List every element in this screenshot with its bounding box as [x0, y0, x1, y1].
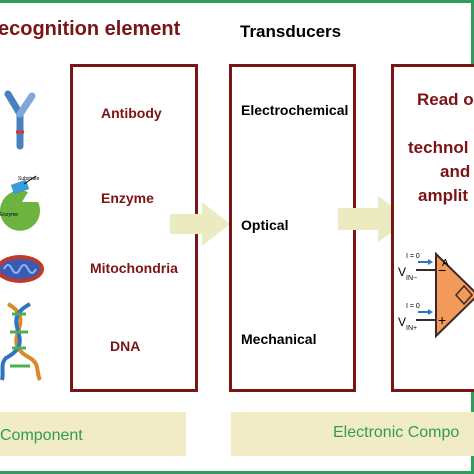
transducers-box	[229, 64, 356, 392]
readout-box	[391, 64, 474, 392]
vin-minus-label: V	[398, 265, 406, 279]
readout-line-2: technol	[408, 138, 469, 157]
transducers-title: Transducers	[240, 22, 342, 41]
enzyme-label: Enzyme	[0, 212, 18, 218]
readout-line-1: Read o	[417, 90, 474, 109]
gain-label: A	[442, 258, 449, 269]
vin-plus-label: V	[398, 315, 406, 329]
dna-icon	[0, 302, 42, 381]
mitochondria-icon	[0, 255, 44, 283]
antibody-icon	[4, 90, 36, 150]
enzyme-item-label: Enzyme	[101, 190, 154, 206]
substrate-label: Substrate	[18, 176, 40, 182]
electrochemical-label: Electrochemical	[241, 102, 349, 118]
recognition-element-title: ecognition element	[0, 18, 181, 40]
readout-line-3: and	[440, 162, 471, 181]
current-label-top: I = 0	[406, 253, 420, 260]
dna-label: DNA	[110, 338, 141, 354]
readout-line-4: amplit	[418, 186, 469, 205]
enzyme-icon: Substrate Enzyme	[0, 175, 40, 231]
electronic-component-banner-label: Electronic Compo	[333, 424, 460, 441]
vin-plus-subscript: IN+	[406, 325, 417, 332]
arrow-recognition-to-transducer	[170, 202, 230, 246]
operational-amplifier-icon: I = 0 I = 0 V IN− V IN+ A − +	[398, 251, 474, 339]
mitochondria-label: Mitochondria	[90, 260, 178, 276]
plus-sign: +	[438, 312, 446, 328]
component-banner-label: Component	[0, 427, 83, 444]
optical-label: Optical	[241, 217, 289, 233]
mechanical-label: Mechanical	[241, 331, 317, 347]
electronic-component-banner	[231, 412, 474, 456]
current-label-bottom: I = 0	[406, 303, 420, 310]
antibody-label: Antibody	[101, 105, 162, 121]
minus-sign: −	[438, 262, 446, 278]
vin-minus-subscript: IN−	[406, 275, 417, 282]
component-banner	[0, 412, 186, 456]
